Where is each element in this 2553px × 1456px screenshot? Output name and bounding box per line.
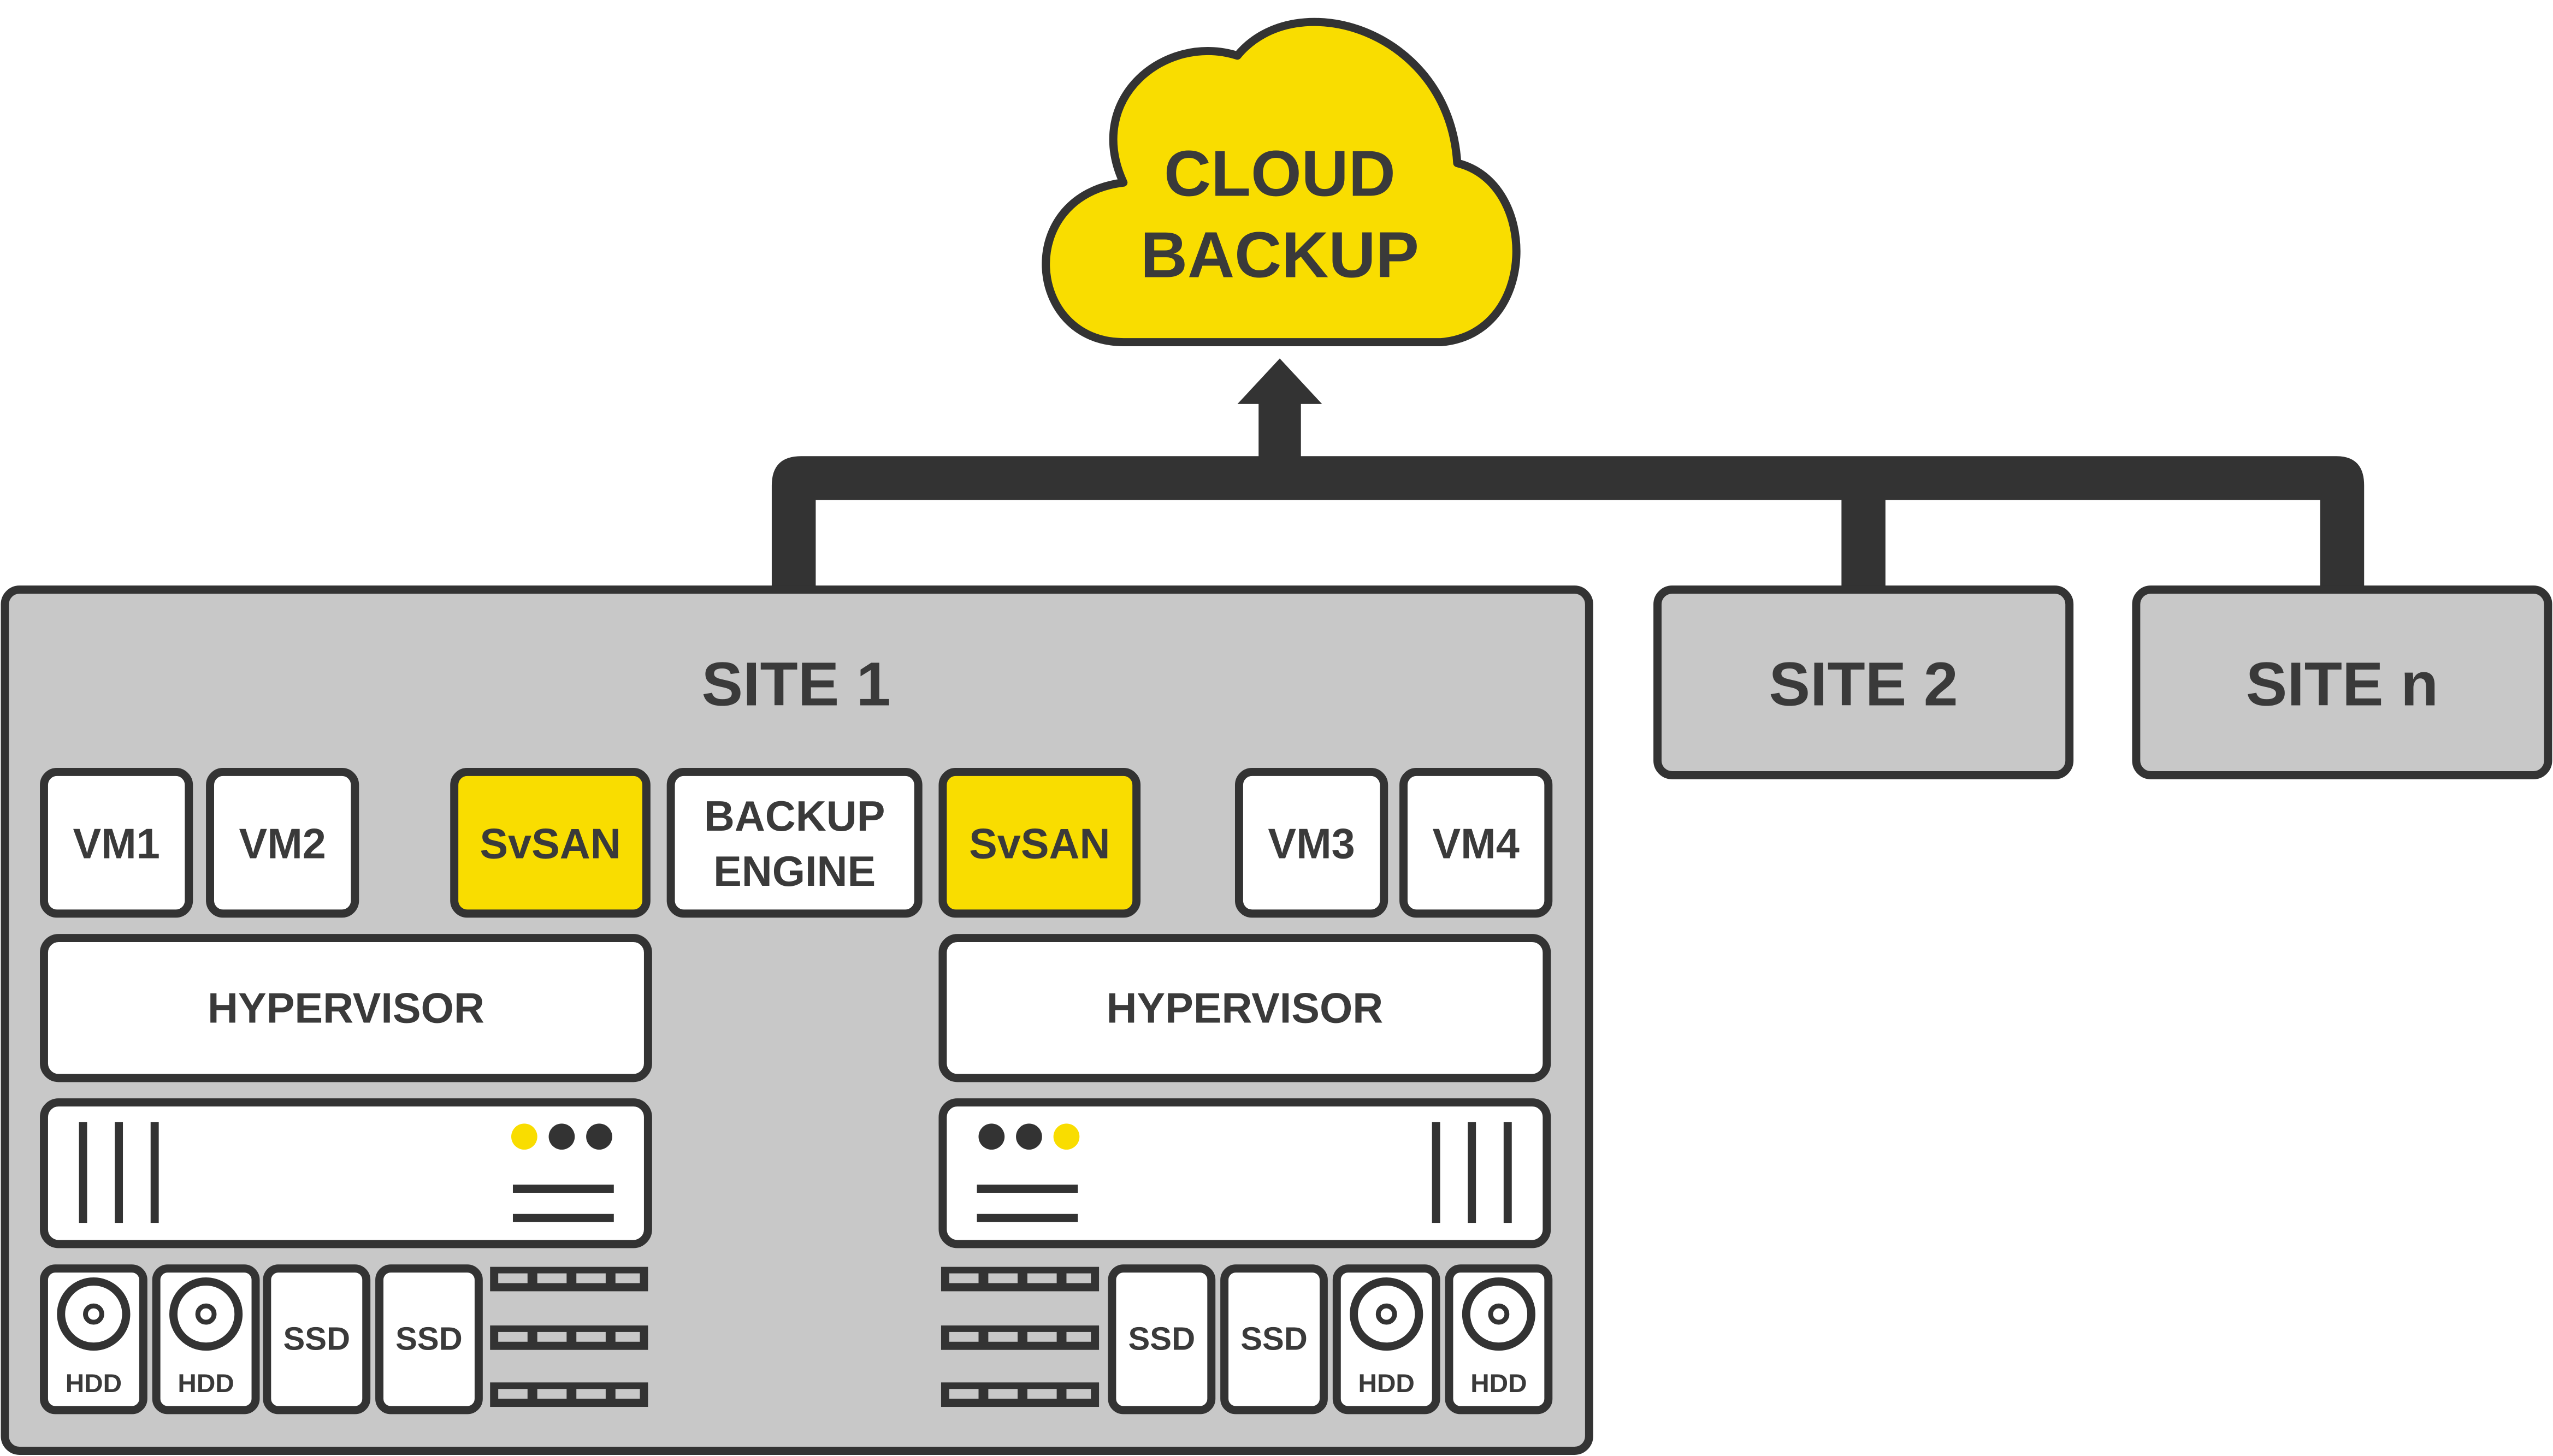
hdd-drive: HDD xyxy=(1445,1264,1553,1414)
vm1-label: VM1 xyxy=(73,820,159,867)
server-left-slot-icon xyxy=(512,1185,614,1222)
hdd-drive: HDD xyxy=(152,1264,260,1414)
vm3: VM3 xyxy=(1234,768,1388,918)
status-light-dark xyxy=(586,1123,612,1150)
vm3-label: VM3 xyxy=(1268,820,1355,867)
network-connector xyxy=(771,358,2365,590)
vm4-label: VM4 xyxy=(1432,820,1519,867)
ssd-label: SSD xyxy=(283,1321,350,1357)
hypervisor-right-label: HYPERVISOR xyxy=(1106,985,1383,1032)
site-1-title: SITE 1 xyxy=(702,649,891,719)
site-1: SITE 1 VM1 VM2 SvSAN BACKUP ENGINE SvSAN… xyxy=(1,585,1593,1455)
hdd-label: HDD xyxy=(66,1369,122,1398)
hdd-drive: HDD xyxy=(40,1264,147,1414)
hdd-label: HDD xyxy=(178,1369,234,1398)
status-light-yellow xyxy=(1053,1123,1080,1150)
ssd-label: SSD xyxy=(1128,1321,1196,1357)
svsan-right: SvSAN xyxy=(938,768,1141,918)
hypervisor-right: HYPERVISOR xyxy=(938,934,1551,1082)
ssd-drive: SSD xyxy=(263,1264,371,1414)
hdd-drive: HDD xyxy=(1332,1264,1440,1414)
arrow-shaft xyxy=(1258,400,1301,460)
up-arrow-icon xyxy=(1237,358,1322,404)
memory-modules-right xyxy=(941,1266,1100,1407)
svsan-left-label: SvSAN xyxy=(480,820,620,867)
vm2-label: VM2 xyxy=(239,820,326,867)
server-left-vent-icon xyxy=(79,1122,159,1223)
hypervisor-left-label: HYPERVISOR xyxy=(208,985,484,1032)
connector-bus xyxy=(771,456,2365,590)
backup-engine-line2: ENGINE xyxy=(713,848,876,895)
cloud-backup: CLOUD BACKUP xyxy=(1042,17,1521,346)
cloud-label-line2: BACKUP xyxy=(1140,218,1419,291)
server-right-vent-icon xyxy=(1432,1122,1512,1223)
ssd-label: SSD xyxy=(1240,1321,1308,1357)
hdd-platter-icon xyxy=(1462,1277,1535,1351)
server-left xyxy=(40,1098,652,1248)
hdd-platter-icon xyxy=(169,1277,243,1351)
memory-modules-left xyxy=(490,1266,648,1407)
hdd-platter-icon xyxy=(57,1277,131,1351)
ssd-label: SSD xyxy=(395,1321,463,1357)
status-light-dark xyxy=(978,1123,1005,1150)
hypervisor-left: HYPERVISOR xyxy=(40,934,652,1082)
vm2: VM2 xyxy=(206,768,359,918)
server-right xyxy=(938,1098,1551,1248)
ram-module-icon xyxy=(941,1325,1100,1350)
ram-module-icon xyxy=(490,1266,648,1292)
backup-engine-line1: BACKUP xyxy=(704,793,885,840)
status-light-dark xyxy=(548,1123,575,1150)
ssd-drive: SSD xyxy=(375,1264,483,1414)
cloud-shape xyxy=(1042,17,1521,346)
site-2-box xyxy=(1653,585,2074,779)
ram-module-icon xyxy=(941,1266,1100,1292)
cloud-label-line1: CLOUD xyxy=(1164,137,1396,210)
hdd-label: HDD xyxy=(1470,1369,1527,1398)
svsan-left: SvSAN xyxy=(450,768,651,918)
server-right-slot-icon xyxy=(977,1185,1078,1222)
vm1: VM1 xyxy=(40,768,193,918)
status-light-yellow xyxy=(511,1123,537,1150)
site-n-box xyxy=(2132,585,2552,779)
ram-module-icon xyxy=(941,1382,1100,1407)
vm4: VM4 xyxy=(1399,768,1553,918)
backup-engine: BACKUP ENGINE xyxy=(666,768,923,918)
hdd-platter-icon xyxy=(1350,1277,1423,1351)
ram-module-icon xyxy=(490,1382,648,1407)
site-2: SITE 2 xyxy=(1653,585,2074,779)
site-n-title: SITE n xyxy=(2246,649,2438,719)
ssd-drive: SSD xyxy=(1220,1264,1328,1414)
ram-module-icon xyxy=(490,1325,648,1350)
site-n: SITE n xyxy=(2132,585,2552,779)
ssd-drive: SSD xyxy=(1108,1264,1216,1414)
hdd-label: HDD xyxy=(1358,1369,1415,1398)
svsan-right-label: SvSAN xyxy=(969,820,1110,867)
site-2-title: SITE 2 xyxy=(1769,649,1958,719)
status-light-dark xyxy=(1016,1123,1042,1150)
